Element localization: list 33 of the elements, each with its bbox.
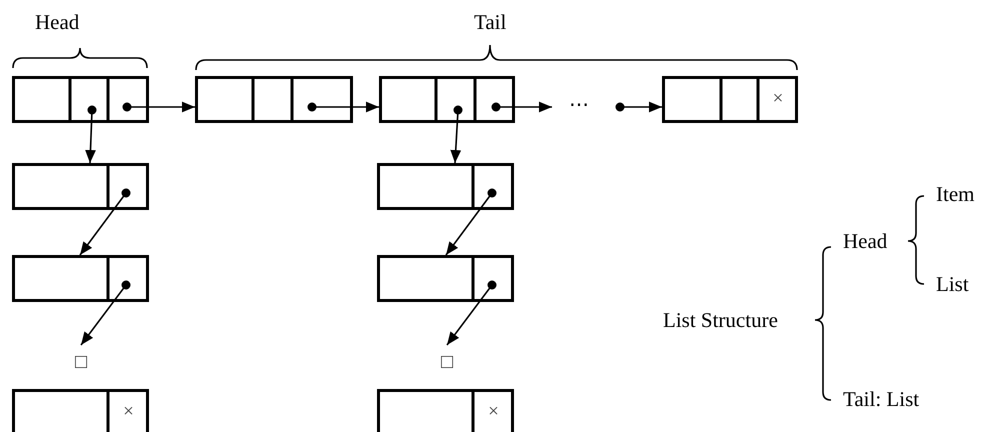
- pointer-arrow: [616, 102, 662, 112]
- record-box: [377, 389, 514, 432]
- pointer-arrow: [450, 106, 462, 164]
- pointer-arrow: [122, 102, 195, 112]
- structure-label: Head: [843, 231, 888, 252]
- record-box: [12, 76, 149, 123]
- structure-label: Tail: List: [843, 389, 920, 410]
- structure-label: Tail: [474, 12, 506, 33]
- record-box: [377, 255, 514, 302]
- structure-label: Head: [35, 12, 80, 33]
- null-mark: ×: [122, 402, 135, 421]
- record-box: [377, 163, 514, 210]
- pointer-arrow: [79, 188, 130, 256]
- record-box: [12, 389, 149, 432]
- glyph-text: ⋯: [568, 93, 590, 118]
- pointer-arrow: [85, 106, 96, 164]
- pointer-arrow: [492, 102, 552, 112]
- structure-label: Item: [936, 184, 974, 205]
- glyph-text: □: [74, 350, 88, 374]
- pointer-arrow: [80, 280, 130, 346]
- pointer-arrow: [445, 188, 496, 256]
- record-box: [12, 163, 149, 210]
- record-box: [379, 76, 515, 123]
- pointer-arrow: [308, 102, 379, 112]
- glyph-text: □: [440, 350, 454, 374]
- null-mark: ×: [487, 402, 500, 421]
- pointer-arrow: [446, 280, 496, 346]
- record-box: [662, 76, 798, 123]
- structure-label: List Structure: [663, 310, 778, 331]
- record-box: [195, 76, 353, 123]
- record-box: [12, 255, 149, 302]
- null-mark: ×: [772, 89, 784, 108]
- structure-label: List: [936, 274, 969, 295]
